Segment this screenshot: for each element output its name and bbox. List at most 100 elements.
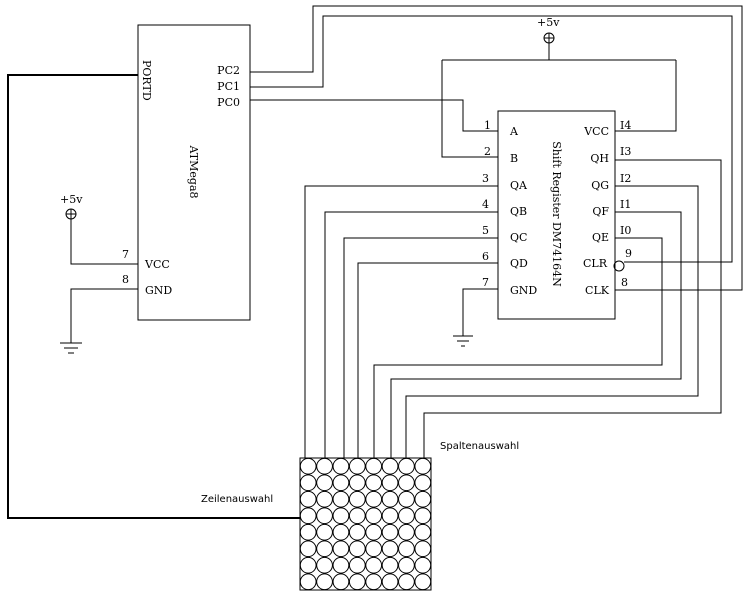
led bbox=[348, 507, 366, 525]
plus5v-left-label: +5v bbox=[60, 193, 83, 206]
led bbox=[381, 540, 399, 558]
b-input-high-wire bbox=[441, 60, 498, 158]
led bbox=[299, 507, 317, 525]
led bbox=[365, 507, 383, 525]
led bbox=[398, 556, 415, 574]
qg-column-wire bbox=[405, 185, 699, 458]
led bbox=[348, 523, 366, 541]
sr-pin-clk-label: CLK bbox=[585, 284, 610, 297]
qh-column-wire bbox=[423, 159, 722, 458]
ground-symbol-left bbox=[60, 342, 82, 354]
led bbox=[299, 540, 317, 558]
led bbox=[398, 474, 415, 492]
led bbox=[316, 457, 333, 475]
led bbox=[365, 490, 383, 508]
sr-pin-13-number: I3 bbox=[620, 145, 631, 158]
portd-row-bus bbox=[7, 74, 300, 519]
pc0-to-a-wire bbox=[250, 99, 498, 132]
led bbox=[398, 573, 415, 591]
qd-column-wire bbox=[357, 262, 498, 458]
led bbox=[316, 556, 333, 574]
control-wiring bbox=[250, 5, 743, 291]
led bbox=[381, 507, 399, 525]
pc0-label: PC0 bbox=[217, 96, 240, 109]
led bbox=[332, 490, 350, 508]
sr-pin-qb-label: QB bbox=[510, 205, 527, 218]
led bbox=[381, 556, 399, 574]
gnd-wire-atmega bbox=[70, 288, 138, 343]
shift-register-body bbox=[497, 110, 616, 320]
gnd-wire-sr bbox=[462, 288, 498, 336]
led bbox=[365, 573, 383, 591]
atmega8-body bbox=[137, 24, 251, 321]
led bbox=[398, 457, 415, 475]
led bbox=[414, 556, 432, 574]
led bbox=[316, 490, 333, 508]
qc-column-wire bbox=[343, 237, 498, 458]
pc1-to-clr-wire bbox=[250, 15, 733, 263]
sr-pin-10-number: I0 bbox=[620, 224, 631, 237]
led bbox=[414, 523, 432, 541]
led bbox=[365, 474, 383, 492]
led bbox=[365, 540, 383, 558]
qf-column-wire bbox=[390, 211, 682, 458]
sr-pin-4-number: 4 bbox=[482, 198, 489, 211]
sr-pin-11-number: I1 bbox=[620, 198, 631, 211]
pc2-to-clk-wire bbox=[250, 5, 743, 291]
led bbox=[381, 474, 399, 492]
led bbox=[332, 457, 350, 475]
sr-pin-a-label: A bbox=[509, 125, 519, 138]
sr-pin-qh-label: QH bbox=[590, 152, 609, 165]
sr-pin-3-number: 3 bbox=[482, 172, 489, 185]
qe-column-wire bbox=[373, 237, 663, 458]
led bbox=[381, 490, 399, 508]
atmega-vcc-pin-number: 7 bbox=[122, 248, 129, 261]
led bbox=[365, 556, 383, 574]
sr-pin-6-number: 6 bbox=[482, 250, 489, 263]
led bbox=[332, 556, 350, 574]
atmega8-chip: ATMega8 PORTD PC2 PC1 PC0 VCC GND 7 8 bbox=[122, 24, 251, 321]
sr-pin-9-number: 9 bbox=[625, 247, 632, 260]
sr-pin-gnd-label: GND bbox=[510, 284, 537, 297]
qa-column-wire bbox=[304, 185, 498, 458]
led bbox=[414, 490, 432, 508]
led bbox=[332, 474, 350, 492]
led bbox=[365, 523, 383, 541]
pc1-label: PC1 bbox=[217, 80, 240, 93]
portd-label: PORTD bbox=[140, 60, 153, 101]
sr-pin-qc-label: QC bbox=[510, 231, 527, 244]
sr-pin-7-number: 7 bbox=[482, 276, 489, 289]
led bbox=[299, 490, 317, 508]
led bbox=[414, 474, 432, 492]
led bbox=[348, 474, 366, 492]
led bbox=[398, 523, 415, 541]
led bbox=[332, 523, 350, 541]
shift-register-name: Shift Register DM74164N bbox=[550, 141, 563, 287]
led bbox=[398, 540, 415, 558]
shift-register-chip: Shift Register DM74164N A B QA QB QC QD … bbox=[482, 110, 632, 320]
led bbox=[348, 457, 366, 475]
zeilenauswahl-label: Zeilenauswahl bbox=[201, 494, 273, 505]
led bbox=[348, 540, 366, 558]
led bbox=[348, 556, 366, 574]
vcc-wire-atmega bbox=[70, 219, 138, 265]
sr-pin-qe-label: QE bbox=[592, 231, 609, 244]
pc2-label: PC2 bbox=[217, 64, 240, 77]
atmega-gnd-pin-number: 8 bbox=[122, 273, 129, 286]
column-wiring bbox=[304, 159, 722, 458]
sr-pin-8-number: 8 bbox=[621, 276, 628, 289]
led bbox=[348, 490, 366, 508]
sr-pin-12-number: I2 bbox=[620, 172, 631, 185]
sr-pin-1-number: 1 bbox=[484, 119, 491, 132]
led bbox=[414, 540, 432, 558]
led bbox=[316, 523, 333, 541]
led bbox=[414, 573, 432, 591]
atmega-power-wiring: +5v bbox=[60, 193, 138, 354]
led bbox=[381, 573, 399, 591]
led bbox=[398, 507, 415, 525]
led bbox=[398, 490, 415, 508]
led bbox=[316, 573, 333, 591]
led bbox=[299, 457, 317, 475]
spaltenauswahl-label: Spaltenauswahl bbox=[440, 441, 519, 452]
